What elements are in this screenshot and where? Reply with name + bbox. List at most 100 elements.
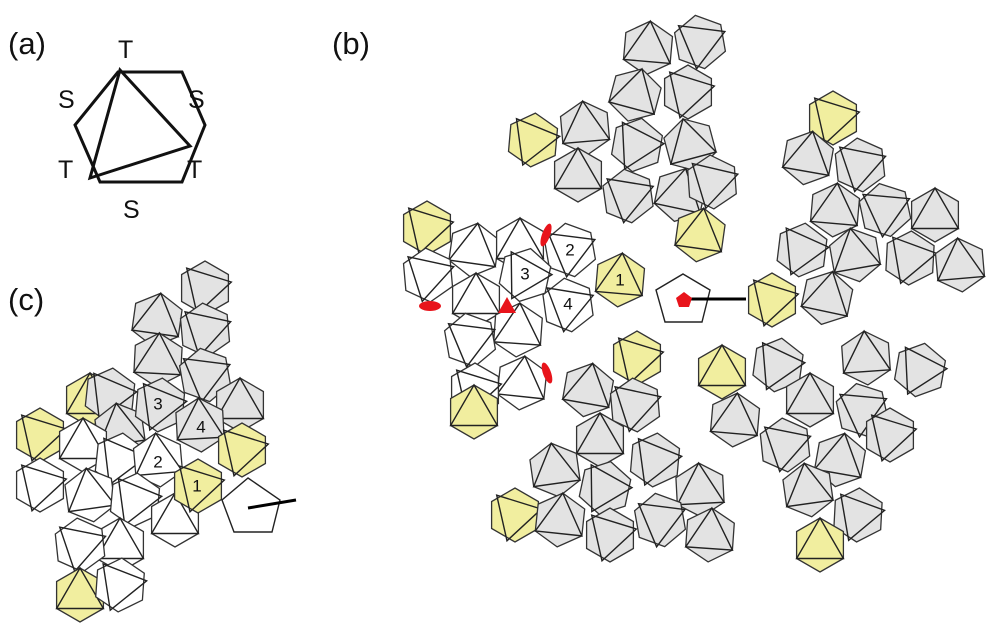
subunit-triangle xyxy=(447,221,497,268)
subunit-triangle xyxy=(132,331,182,376)
subunit-hexagon xyxy=(781,130,835,186)
subunit-hexagon xyxy=(217,422,267,478)
subunit-triangle xyxy=(606,178,655,225)
subunit-grey xyxy=(629,432,684,488)
subunit-triangle xyxy=(607,67,656,116)
subunit-label-1-c: 1 xyxy=(192,477,201,496)
subunit-grey xyxy=(178,347,232,404)
schematic-triangle xyxy=(87,67,193,181)
subunit-hexagon xyxy=(782,462,834,518)
subunit-triangle xyxy=(684,506,734,551)
subunit-yellow xyxy=(173,458,226,514)
subunit-grey xyxy=(179,302,233,358)
subunit-hexagon xyxy=(507,112,559,168)
subunit-yellow xyxy=(402,200,455,256)
subunit-triangle xyxy=(785,371,835,415)
subunit-hexagon xyxy=(865,407,915,463)
subunit-triangle xyxy=(668,71,716,120)
subunit-hexagon xyxy=(674,207,726,263)
subunit-triangle xyxy=(222,429,270,478)
subunit-triangle xyxy=(532,441,582,488)
symmetry-axis-line-c xyxy=(247,498,297,510)
subunit-triangle xyxy=(813,97,861,146)
subunit-grey xyxy=(752,337,807,393)
subunit-label-4-c: 4 xyxy=(196,418,205,437)
subunit-triangle xyxy=(799,270,849,318)
subunit-grey xyxy=(759,417,812,473)
subunit-triangle xyxy=(561,99,611,145)
subunit-triangle xyxy=(590,463,634,513)
subunit-triangle xyxy=(67,466,117,513)
subunit-triangle xyxy=(617,337,665,386)
subunit-grey xyxy=(578,460,634,516)
subunit-triangle xyxy=(809,181,859,227)
subunit-yellow xyxy=(55,566,105,623)
subunit-triangle xyxy=(697,343,747,387)
subunit-triangle xyxy=(534,491,583,537)
subunit-triangle xyxy=(637,502,687,549)
subunit-grey xyxy=(858,182,912,239)
subunit-hexagon xyxy=(776,222,828,278)
subunit-hexagon xyxy=(178,347,232,403)
vertex-label-top: T xyxy=(118,36,133,64)
subunit-hexagon xyxy=(633,492,687,548)
subunit-grey xyxy=(910,186,960,243)
subunit-grey xyxy=(781,130,835,186)
subunit-triangle xyxy=(781,130,830,177)
subunit-grey xyxy=(534,491,586,548)
subunit-triangle xyxy=(785,461,835,508)
subunit-triangle xyxy=(677,24,727,71)
subunit-triangle xyxy=(590,514,638,563)
subunit-hexagon xyxy=(64,467,116,523)
subunit-hexagon xyxy=(685,507,735,563)
subunit-grey xyxy=(834,137,887,193)
subunit-white xyxy=(15,457,68,513)
twofold-marker-2 xyxy=(419,301,441,311)
subunit-number-labels: 2 3 4 1 3 4 2 1 xyxy=(153,241,624,496)
panel-b-label: (b) xyxy=(332,26,370,61)
subunit-triangle xyxy=(891,236,938,285)
subunit-hexagon xyxy=(834,137,886,193)
subunit-grey xyxy=(833,487,886,543)
subunit-grey xyxy=(673,14,727,71)
subunit-yellow xyxy=(449,383,499,440)
subunit-hexagon xyxy=(594,252,646,308)
subunit-triangle xyxy=(58,526,107,573)
subunit-hexagon xyxy=(747,272,797,328)
subunit-yellow xyxy=(612,330,665,386)
subunit-triangle xyxy=(761,341,807,391)
subunit-grey xyxy=(893,342,949,398)
subunit-triangle xyxy=(669,117,718,166)
subunit-triangle xyxy=(492,301,542,346)
subunit-hexagon xyxy=(534,492,586,548)
subunit-hexagon xyxy=(496,355,548,411)
subunit-triangle xyxy=(176,396,226,441)
subunit-triangle xyxy=(842,329,892,374)
symmetry-markers xyxy=(419,223,692,384)
subunit-triangle xyxy=(451,271,501,315)
subunit-white xyxy=(109,472,164,528)
subunit-hexagon xyxy=(559,100,611,156)
subunit-yellow xyxy=(673,206,726,263)
subunit-grey xyxy=(607,67,662,122)
subunit-grey xyxy=(828,227,882,283)
subunit-grey xyxy=(776,222,831,278)
subunit-yellow xyxy=(795,516,845,573)
panel-a-label: (a) xyxy=(8,26,46,61)
subunit-hexagon xyxy=(759,417,811,473)
subunit-hexagon xyxy=(173,458,223,514)
subunit-grey xyxy=(687,154,740,210)
subunit-white xyxy=(447,221,500,278)
subunit-triangle xyxy=(763,426,812,473)
edge-label-right: S xyxy=(188,86,205,114)
subunit-triangle xyxy=(861,193,911,239)
subunit-grey xyxy=(663,64,716,120)
subunit-triangle xyxy=(58,416,108,460)
subunit-triangle xyxy=(709,391,759,437)
subunit-triangle xyxy=(130,291,180,338)
subunit-triangle xyxy=(178,465,226,514)
subunit-white xyxy=(64,466,117,523)
subunit-triangle xyxy=(752,279,800,328)
subunit-hexagon xyxy=(490,487,540,543)
